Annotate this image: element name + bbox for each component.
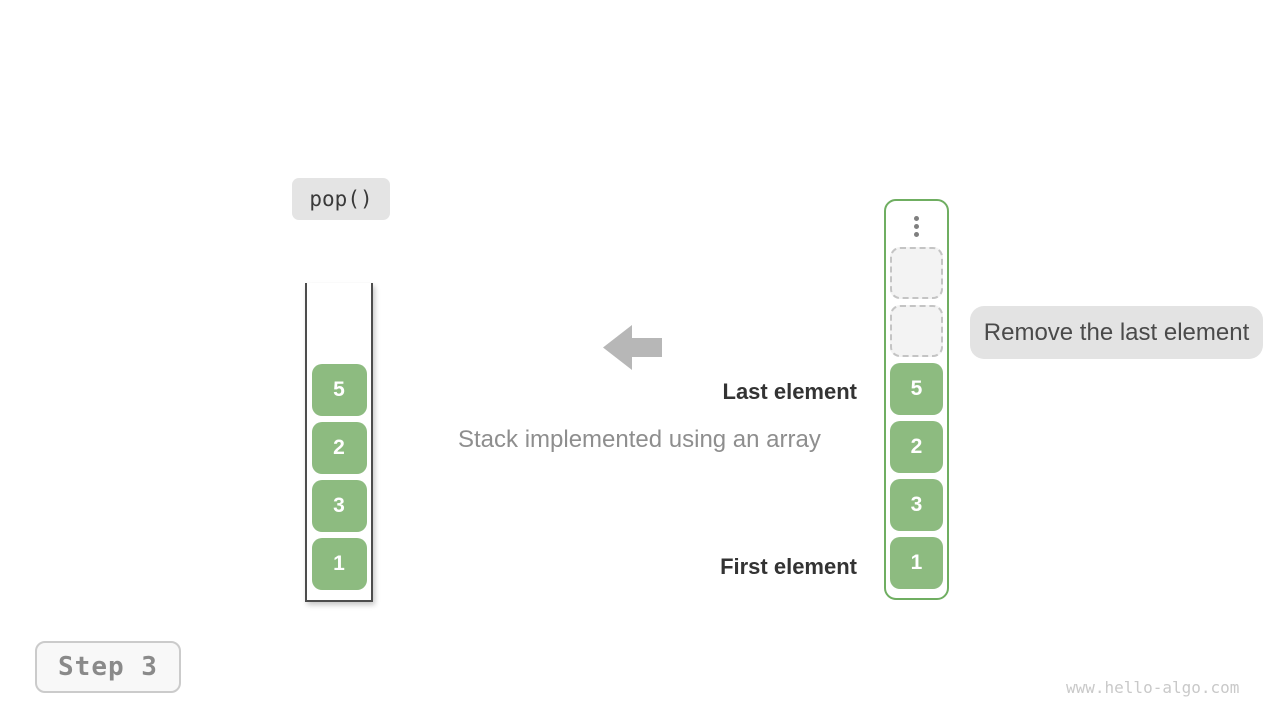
- diagram-caption: Stack implemented using an array: [458, 426, 821, 453]
- empty-slot: [890, 247, 943, 299]
- first-element-label: First element: [720, 554, 857, 579]
- stack-element: 5: [890, 363, 943, 415]
- empty-slot: [890, 305, 943, 357]
- stack-element: 5: [311, 364, 367, 416]
- stack-element: 1: [311, 538, 367, 590]
- step-indicator: Step 3: [35, 641, 181, 693]
- stack-element: 2: [890, 421, 943, 473]
- last-element-label: Last element: [722, 379, 858, 404]
- remove-last-element-tooltip: Remove the last element: [970, 306, 1263, 359]
- array-stack-container: 5 2 3 1: [305, 283, 373, 602]
- stack-element: 3: [311, 480, 367, 532]
- left-arrow-icon: [603, 325, 662, 370]
- watermark: www.hello-algo.com: [1066, 678, 1240, 697]
- buffer-stack-container: 5 2 3 1: [884, 199, 949, 600]
- stack-element: 2: [311, 422, 367, 474]
- stack-element: 1: [890, 537, 943, 589]
- vertical-ellipsis-icon: [914, 211, 919, 241]
- stack-element: 3: [890, 479, 943, 531]
- operation-label: pop(): [292, 178, 390, 220]
